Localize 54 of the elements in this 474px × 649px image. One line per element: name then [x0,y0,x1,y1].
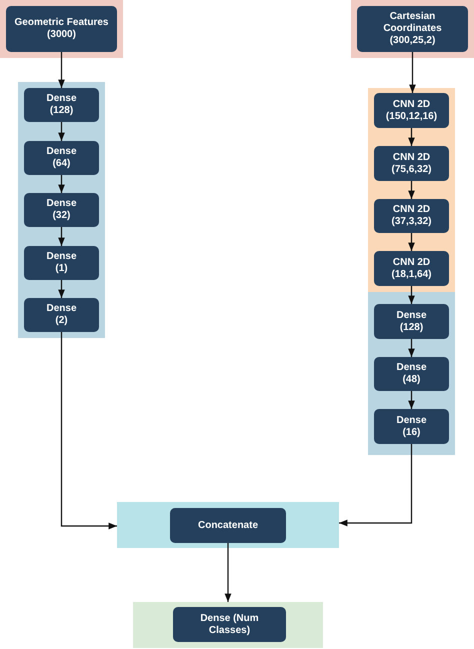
group-band [368,292,455,455]
layer-box [374,409,449,444]
arrow [408,181,415,199]
layer-box [24,298,99,332]
arrow [58,227,65,246]
layer-box [374,199,449,233]
layer-box [24,88,99,122]
arrow [58,175,65,193]
arrow [58,52,65,88]
layer-box [357,6,468,52]
layer-box [374,146,449,181]
arrow [408,233,415,251]
layer-label: Cartesian Coordinates (300,25,2) [382,11,443,47]
layer-label: Dense (32) [45,198,78,222]
group-band [117,502,339,548]
layer-box [374,304,449,339]
layer-label: Dense (48) [395,362,428,386]
arrow [58,280,65,298]
layer-label: Dense (1) [45,251,78,275]
layer-box [24,193,99,227]
group-band [18,82,105,338]
layer-label: Geometric Features (3000) [14,17,110,41]
arrow [408,128,415,146]
layer-label: Dense (64) [45,146,78,170]
layer-box [374,93,449,128]
layer-label: CNN 2D (75,6,32) [390,152,433,176]
arrow [408,339,415,357]
layer-label: Dense (2) [45,303,78,327]
group-band [0,0,123,58]
group-band [133,602,323,648]
layer-box [170,508,286,543]
layer-box [24,141,99,175]
group-band [351,0,474,58]
layer-label: CNN 2D (37,3,32) [390,204,433,228]
arrow [408,391,415,409]
layer-label: CNN 2D (150,12,16) [384,98,438,122]
arrow [60,332,117,530]
arrow [339,444,412,526]
layer-box [6,6,117,52]
layer-label: Dense (128) [45,93,78,117]
group-band [368,88,455,292]
layer-label: Dense (128) [395,310,428,334]
arrow [408,286,415,304]
arrow [409,52,416,93]
arrow [224,543,232,602]
arrow [58,122,65,141]
layer-box [374,251,449,286]
layer-box [24,246,99,280]
layer-label: CNN 2D (18,1,64) [390,256,433,280]
layer-box [374,357,449,391]
layer-box [173,607,286,642]
layer-label: Dense (16) [395,414,428,438]
layer-label: Dense (Num Classes) [199,612,260,636]
layer-label: Concatenate [196,520,259,532]
